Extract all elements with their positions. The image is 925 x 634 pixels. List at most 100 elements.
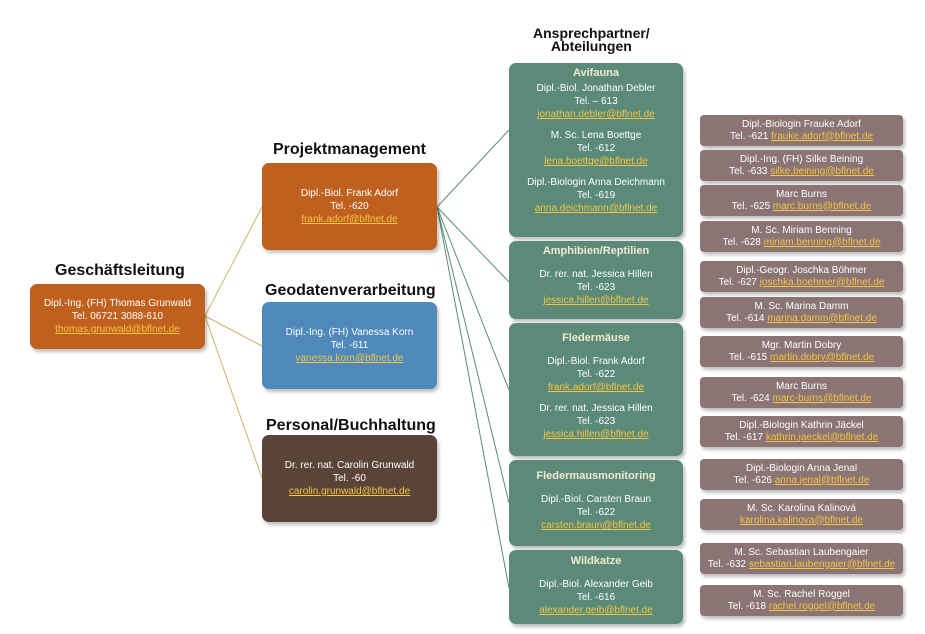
contact-name: Dipl.-Biol. Frank Adorf xyxy=(547,356,645,367)
staff-email-link[interactable]: joschka.boehmer@bflnet.de xyxy=(759,276,885,288)
staff-card: Dipl.-Biologin Frauke Adorf Tel. -621 fr… xyxy=(700,115,903,146)
staff-email-link[interactable]: frauke.adorf@bflnet.de xyxy=(771,130,874,142)
staff-email-link[interactable]: martin.dobry@bflnet.de xyxy=(770,351,875,363)
contact-tel: Tel. -623 xyxy=(576,282,616,293)
contact-email-link[interactable]: frank.adorf@bflnet.de xyxy=(547,382,645,393)
contact-hillen: Dr. rer. nat. Jessica Hillen Tel. -623 j… xyxy=(509,268,683,307)
contact-adorf: Dipl.-Biol. Frank Adorf Tel. -622 frank.… xyxy=(509,355,683,394)
contact-email-link[interactable]: jonathan.debler@bflnet.de xyxy=(537,109,655,120)
staff-tel: Tel. -614 xyxy=(726,312,765,324)
staff-email-link[interactable]: silke.beining@bflnet.de xyxy=(770,165,874,177)
heading-geodatenverarbeitung: Geodatenverarbeitung xyxy=(265,282,436,299)
staff-card: Dipl.-Biologin Anna Jenal Tel. -626 anna… xyxy=(700,459,903,490)
contact-email-link[interactable]: jessica.hillen@bflnet.de xyxy=(543,295,649,306)
staff-tel: Tel. -632 xyxy=(707,558,747,570)
staff-card: M. Sc. Karolina Kalinová karolina.kalino… xyxy=(700,499,903,530)
geodatenverarbeitung-tel: Tel. -611 xyxy=(330,340,369,351)
staff-email-link[interactable]: marina.damm@bflnet.de xyxy=(767,312,877,324)
contact-deichmann: Dipl.-Biologin Anna Deichmann Tel. -619 … xyxy=(509,176,683,215)
connector-pm-wildkatze xyxy=(436,206,510,589)
staff-email-link[interactable]: sebastian.laubengaier@bflnet.de xyxy=(748,558,896,570)
geodatenverarbeitung-email-link[interactable]: vanessa.korn@bflnet.de xyxy=(295,353,404,364)
staff-card: M. Sc. Sebastian Laubengaier Tel. -632 s… xyxy=(700,543,903,574)
contact-email-link[interactable]: lena.boettge@bflnet.de xyxy=(544,156,648,167)
heading-ansprechpartner: Ansprechpartner/ Abteilungen xyxy=(533,25,650,54)
heading-ansprechpartner-line2: Abteilungen xyxy=(550,38,632,54)
staff-email-link[interactable]: marc.burns@bflnet.de xyxy=(772,200,872,212)
contact-email-link[interactable]: jessica.hillen@bflnet.de xyxy=(543,429,649,440)
contact-name: M. Sc. Lena Boettge xyxy=(550,130,642,141)
heading-geschaeftsleitung: Geschäftsleitung xyxy=(55,262,185,279)
staff-tel: Tel. -633 xyxy=(729,165,768,177)
staff-tel: Tel. -621 xyxy=(729,130,769,142)
contact-braun: Dipl.-Biol. Carsten Braun Tel. -622 cars… xyxy=(509,493,683,532)
department-title-monitoring: Fledermausmonitoring xyxy=(536,470,656,482)
staff-tel: Tel. -628 xyxy=(722,236,761,248)
contact-tel: Tel. -612 xyxy=(576,143,616,154)
personal-buchhaltung-tel: Tel. -60 xyxy=(333,473,366,484)
leadership-email-link[interactable]: thomas.grunwald@bflnet.de xyxy=(55,324,180,335)
contact-name: Dipl.-Biologin Anna Deichmann xyxy=(527,177,665,188)
contact-tel: Tel. -622 xyxy=(576,507,616,518)
staff-card: Mgr. Martin Dobry Tel. -615 martin.dobry… xyxy=(700,336,903,367)
projektmanagement-tel: Tel. -620 xyxy=(330,201,369,212)
staff-tel: Tel. -625 xyxy=(731,200,771,212)
staff-email-link[interactable]: anna.jenal@bflnet.de xyxy=(774,474,870,486)
contact-tel: Tel. – 613 xyxy=(574,96,618,107)
department-title-amphibien: Amphibien/Reptilien xyxy=(542,245,650,257)
contact-debler: Dipl.-Biol. Jonathan Debler Tel. – 613 j… xyxy=(509,82,683,121)
staff-card: Marc Burns Tel. -624 marc-burns@bflnet.d… xyxy=(700,377,903,408)
staff-tel: Tel. -615 xyxy=(728,351,768,363)
heading-personal-buchhaltung: Personal/Buchhaltung xyxy=(266,417,436,434)
contact-email-link[interactable]: anna.deichmann@bflnet.de xyxy=(534,203,658,214)
projektmanagement-box: Dipl.-Biol. Frank Adorf Tel. -620 frank.… xyxy=(262,163,437,250)
staff-name: M. Sc. Miriam Benning xyxy=(751,224,852,236)
staff-tel: Tel. -618 xyxy=(727,600,767,612)
department-title-fledermaeuse: Fledermäuse xyxy=(562,332,630,344)
department-title-wildkatze: Wildkatze xyxy=(570,555,622,567)
staff-name: Dipl.-Geogr. Joschka Böhmer xyxy=(736,264,867,276)
contact-boettge: M. Sc. Lena Boettge Tel. -612 lena.boett… xyxy=(509,129,683,168)
staff-name: M. Sc. Sebastian Laubengaier xyxy=(734,546,869,558)
staff-email-link[interactable]: marc-burns@bflnet.de xyxy=(772,392,872,404)
staff-name: Mgr. Martin Dobry xyxy=(761,339,842,351)
connector-pm-avifauna xyxy=(436,129,510,208)
staff-tel: Tel. -617 xyxy=(724,431,764,443)
staff-email-link[interactable]: karolina.kalinova@bflnet.de xyxy=(739,514,863,526)
personal-buchhaltung-box: Dr. rer. nat. Carolin Grunwald Tel. -60 … xyxy=(262,435,437,522)
heading-projektmanagement: Projektmanagement xyxy=(273,141,426,158)
staff-email-link[interactable]: miriam.benning@bflnet.de xyxy=(763,236,881,248)
personal-buchhaltung-name: Dr. rer. nat. Carolin Grunwald xyxy=(284,460,415,471)
staff-name: Dipl.-Biologin Anna Jenal xyxy=(745,462,858,474)
staff-card: Dipl.-Biologin Kathrin Jäckel Tel. -617 … xyxy=(700,416,903,447)
department-fledermaeuse: Fledermäuse Dipl.-Biol. Frank Adorf Tel.… xyxy=(509,323,683,456)
leadership-tel: Tel. 06721 3088-610 xyxy=(71,311,164,322)
staff-card: M. Sc. Rachel Roggel Tel. -618 rachel.ro… xyxy=(700,585,903,616)
department-wildkatze: Wildkatze Dipl.-Biol. Alexander Geib Tel… xyxy=(509,550,683,624)
contact-name: Dipl.-Biol. Carsten Braun xyxy=(540,494,652,505)
contact-name: Dr. rer. nat. Jessica Hillen xyxy=(539,269,653,280)
connector-pm-fledermaeuse xyxy=(436,206,510,391)
contact-tel: Tel. -619 xyxy=(576,190,616,201)
heading-ansprechpartner-line1: Ansprechpartner/ xyxy=(533,25,650,41)
connector-pm-amphibien xyxy=(436,206,510,283)
contact-email-link[interactable]: carsten.braun@bflnet.de xyxy=(541,520,651,531)
department-avifauna: Avifauna Dipl.-Biol. Jonathan Debler Tel… xyxy=(509,63,683,237)
contact-hillen-2: Dr. rer. nat. Jessica Hillen Tel. -623 j… xyxy=(509,402,683,441)
department-amphibien-reptilien: Amphibien/Reptilien Dr. rer. nat. Jessic… xyxy=(509,241,683,319)
connector-pm-monitoring xyxy=(436,206,510,504)
staff-card: M. Sc. Miriam Benning Tel. -628 miriam.b… xyxy=(700,221,903,252)
contact-name: Dipl.-Biol. Jonathan Debler xyxy=(536,83,656,94)
staff-name: Marc Burns xyxy=(775,380,828,392)
projektmanagement-email-link[interactable]: frank.adorf@bflnet.de xyxy=(301,214,398,225)
personal-buchhaltung-email-link[interactable]: carolin.grunwald@bflnet.de xyxy=(288,486,411,497)
projektmanagement-name: Dipl.-Biol. Frank Adorf xyxy=(300,188,399,199)
connector-gl-geo xyxy=(204,315,263,347)
geodatenverarbeitung-name: Dipl.-Ing. (FH) Vanessa Korn xyxy=(285,327,414,338)
staff-tel: Tel. -627 xyxy=(718,276,757,288)
geodatenverarbeitung-box: Dipl.-Ing. (FH) Vanessa Korn Tel. -611 v… xyxy=(262,302,437,389)
contact-tel: Tel. -622 xyxy=(576,369,616,380)
staff-email-link[interactable]: kathrin.jaeckel@bflnet.de xyxy=(765,431,879,443)
staff-email-link[interactable]: rachel.roggel@bflnet.de xyxy=(768,600,876,612)
contact-email-link[interactable]: alexander.geib@bflnet.de xyxy=(539,605,653,616)
